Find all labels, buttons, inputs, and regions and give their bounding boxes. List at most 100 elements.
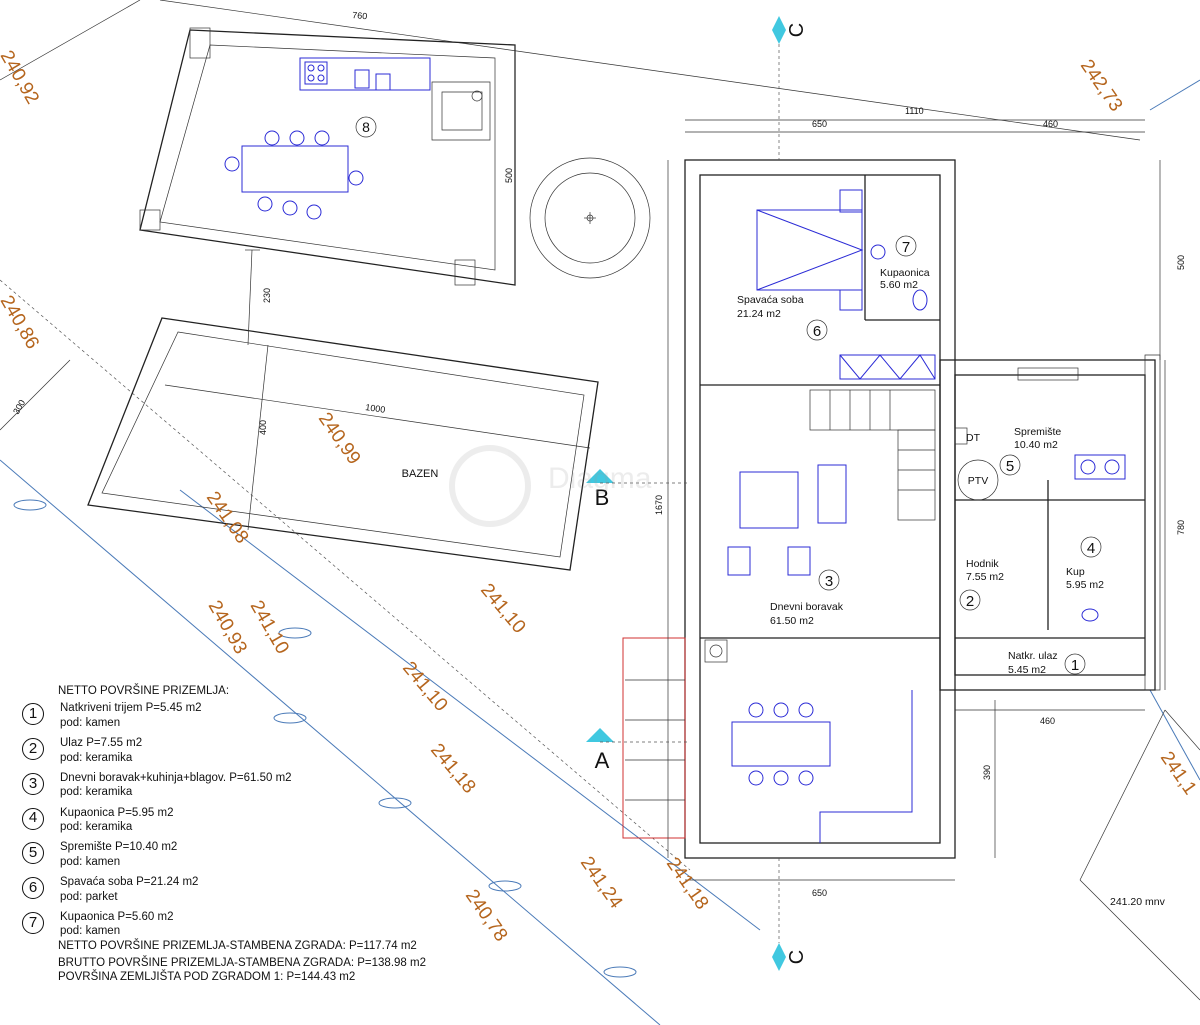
- brutto-summary: BRUTTO POVRŠINE PRIZEMLJA-STAMBENA ZGRAD…: [58, 957, 426, 969]
- room-area-4: 5.95 m2: [1066, 579, 1104, 591]
- dim-300: 300: [11, 398, 27, 416]
- area-legend: NETTO POVRŠINE PRIZEMLJA: 1 Natkriveni t…: [22, 684, 492, 985]
- legend-number: 7: [22, 911, 44, 934]
- section-a: A: [595, 748, 610, 773]
- dim-460-bottom: 460: [1040, 716, 1055, 726]
- elev-11: 241,24: [576, 853, 627, 913]
- legend-line: pod: keramika: [60, 751, 133, 764]
- legend-line: Natkriveni trijem P=5.45 m2: [60, 702, 202, 715]
- dimension-texts: 760 1110 650 460 500 500 230 300 1000 40…: [11, 10, 1186, 898]
- legend-line: pod: kamen: [60, 716, 121, 729]
- room-area-3: 61.50 m2: [770, 615, 814, 627]
- room-name-6: Spavaća soba: [737, 294, 804, 306]
- section-markers: C C A B: [586, 16, 808, 971]
- land-area-summary: POVRŠINA ZEMLJIŠTA POD ZGRADOM 1: P=144.…: [58, 971, 356, 984]
- dim-230: 230: [262, 288, 272, 303]
- netto-summary: NETTO POVRŠINE PRIZEMLJA-STAMBENA ZGRADA…: [58, 939, 417, 952]
- legend-number: 5: [22, 842, 44, 865]
- legend-item: 4 Kupaonica P=5.95 m2 pod: keramika: [22, 806, 492, 835]
- dim-1110: 1110: [905, 106, 924, 116]
- watermark: Diagma: [449, 445, 652, 527]
- legend-number: 4: [22, 807, 44, 830]
- legend-line: Kupaonica P=5.60 m2: [60, 910, 174, 923]
- room-area-6: 21.24 m2: [737, 308, 781, 320]
- section-b: B: [595, 485, 610, 510]
- dim-460-top: 460: [1043, 119, 1058, 129]
- legend-item: 7 Kupaonica P=5.60 m2 pod: kamen: [22, 910, 492, 939]
- room-number-3: 3: [825, 573, 833, 590]
- room-number-7: 7: [902, 239, 910, 256]
- room-name-1: Natkr. ulaz: [1008, 650, 1058, 662]
- room-number-8: 8: [362, 119, 370, 135]
- outbuilding-8: 8: [139, 27, 516, 286]
- elev-3: 240,86: [0, 292, 43, 353]
- watermark-text: Diagma: [548, 462, 652, 495]
- legend-line: pod: keramika: [60, 821, 133, 833]
- legend-line: pod: kamen: [60, 925, 121, 938]
- elev-8: 241,10: [246, 597, 293, 658]
- legend-title: NETTO POVRŠINE PRIZEMLJA:: [58, 685, 230, 697]
- dim-1670: 1670: [654, 495, 664, 515]
- dim-500-right: 500: [1176, 255, 1186, 270]
- legend-line: Kupaonica P=5.95 m2: [60, 806, 174, 819]
- elev-14: 241,1: [1156, 748, 1200, 799]
- mnv-label: 241.20 mnv: [1110, 896, 1166, 908]
- dim-390: 390: [982, 765, 992, 780]
- legend-line: Dnevni boravak+kuhinja+blagov. P=61.50 m…: [60, 771, 292, 784]
- section-c-top: C: [786, 23, 808, 37]
- legend-line: pod: kamen: [60, 855, 121, 868]
- room-name-4: Kup: [1066, 566, 1085, 578]
- symbol-ptv: PTV: [968, 475, 988, 487]
- room-number-4: 4: [1087, 540, 1095, 557]
- terrace-outline: [622, 637, 686, 839]
- room-area-1: 5.45 m2: [1008, 664, 1046, 676]
- legend-line: pod: parket: [60, 890, 118, 903]
- symbol-dt: DT: [966, 432, 981, 444]
- elev-5: 241,08: [202, 488, 253, 548]
- main-house: [622, 159, 1161, 859]
- stone-symbols: [13, 499, 637, 978]
- room-area-2: 7.55 m2: [966, 571, 1004, 583]
- dim-780: 780: [1176, 520, 1186, 535]
- pool: BAZEN: [87, 249, 599, 571]
- legend-number: 3: [22, 772, 44, 795]
- elev-4: 240,99: [314, 409, 365, 469]
- pool-label: BAZEN: [402, 468, 439, 480]
- elev-7: 240,93: [204, 597, 251, 658]
- room-labels: 7 Kupaonica 5.60 m2 Spavaća soba 21.24 m…: [737, 235, 1104, 676]
- room-name-7: Kupaonica: [880, 267, 930, 279]
- room-name-3: Dnevni boravak: [770, 601, 844, 613]
- room-area-5: 10.40 m2: [1014, 439, 1058, 451]
- room-area-7: 5.60 m2: [880, 279, 918, 291]
- room-name-2: Hodnik: [966, 558, 999, 570]
- elev-1: 240,92: [0, 47, 43, 108]
- elev-2: 242,73: [1076, 56, 1127, 116]
- legend-line: Spavaća soba P=21.24 m2: [60, 876, 199, 889]
- legend-number: 6: [22, 877, 44, 900]
- room-number-1: 1: [1071, 657, 1079, 674]
- dim-760: 760: [352, 10, 368, 21]
- legend-item: 3 Dnevni boravak+kuhinja+blagov. P=61.50…: [22, 771, 492, 800]
- legend-line: pod: keramika: [60, 786, 133, 799]
- legend-number: 2: [22, 738, 44, 761]
- legend-line: Spremište P=10.40 m2: [60, 841, 178, 854]
- room-number-2: 2: [966, 593, 974, 610]
- legend-line: Ulaz P=7.55 m2: [60, 737, 143, 750]
- dim-400: 400: [258, 420, 268, 435]
- room-name-5: Spremište: [1014, 426, 1061, 438]
- elev-6: 241,10: [476, 580, 529, 638]
- round-feature: [529, 157, 651, 279]
- room-number-6: 6: [813, 323, 821, 340]
- section-c-bottom: C: [786, 950, 808, 964]
- room-number-5: 5: [1006, 458, 1014, 475]
- dim-650-bottom: 650: [812, 888, 827, 898]
- legend-number: 1: [22, 703, 44, 726]
- dim-650-top: 650: [812, 119, 827, 129]
- dim-500-left: 500: [504, 168, 514, 183]
